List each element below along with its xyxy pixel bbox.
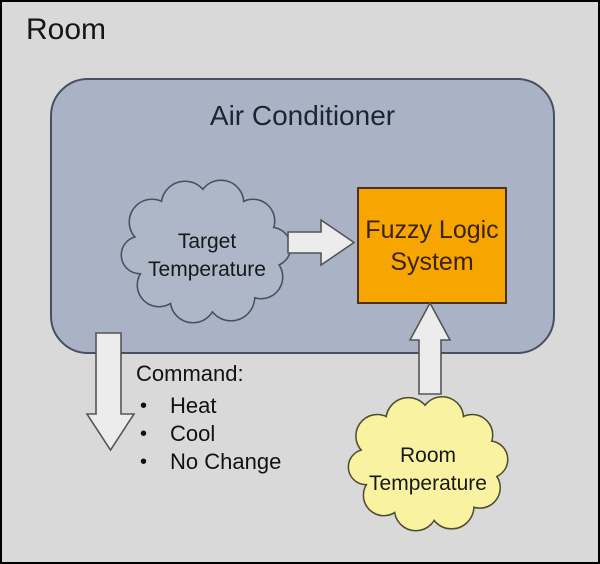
room-temperature-cloud xyxy=(347,395,509,532)
command-text-block: Command: • Heat • Cool • No Change xyxy=(136,360,281,476)
command-output-arrow-icon xyxy=(85,332,136,452)
target-temperature-label: Target Temperature xyxy=(122,228,292,284)
bullet-icon: • xyxy=(140,423,148,445)
target-label-line1: Target xyxy=(177,230,237,253)
target-to-fuzzy-arrow-icon xyxy=(287,218,356,267)
command-item-no-change: • No Change xyxy=(136,448,281,476)
air-conditioner-title: Air Conditioner xyxy=(209,100,396,131)
target-label-line2: Temperature xyxy=(148,258,266,281)
room-label-line2: Temperature xyxy=(369,472,487,495)
command-item-label: Cool xyxy=(170,421,216,446)
command-item-heat: • Heat xyxy=(136,392,281,420)
command-item-label: No Change xyxy=(170,449,282,474)
fuzzy-logic-system-label: Fuzzy Logic System xyxy=(365,214,498,278)
room-label-line1: Room xyxy=(399,444,457,467)
fuzzy-label-line1: Fuzzy Logic xyxy=(365,215,499,244)
room-temp-input-arrow-icon xyxy=(408,301,452,395)
bullet-icon: • xyxy=(140,395,148,417)
bullet-icon: • xyxy=(140,451,148,473)
fuzzy-label-line2: System xyxy=(390,247,474,276)
room-temperature-label: Room Temperature xyxy=(343,442,513,498)
command-item-cool: • Cool xyxy=(136,420,281,448)
command-list: • Heat • Cool • No Change xyxy=(136,392,281,476)
room-label: Room xyxy=(26,13,107,46)
target-temperature-cloud xyxy=(120,179,292,324)
fuzzy-logic-system-box: Fuzzy Logic System xyxy=(357,187,507,304)
command-heading: Command: xyxy=(136,361,244,386)
command-item-label: Heat xyxy=(170,393,217,418)
